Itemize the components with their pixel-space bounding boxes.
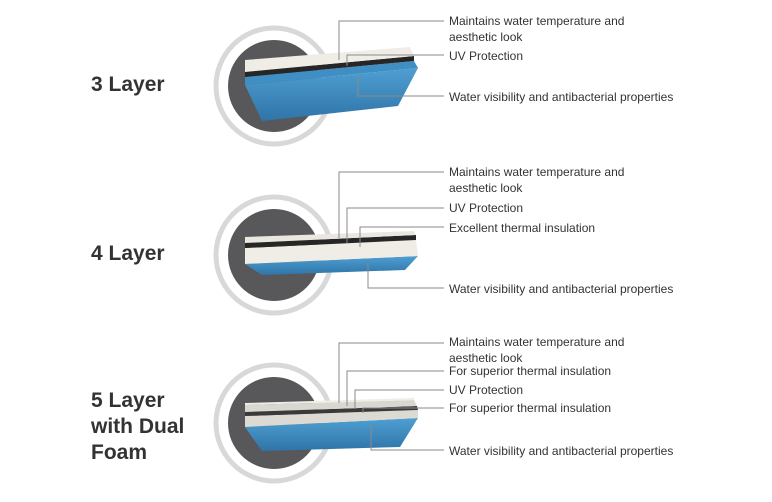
leader-line bbox=[359, 226, 444, 247]
foam-bottom-layer bbox=[245, 240, 418, 264]
annotation-line: UV Protection bbox=[449, 383, 524, 397]
title-4-layer: 4 Layer bbox=[91, 241, 165, 267]
annotation-water: Water visibility and antibacterial prope… bbox=[449, 443, 673, 459]
annotation-uv: UV Protection bbox=[449, 48, 523, 64]
foam-top-layer bbox=[245, 231, 416, 243]
annotation-temperature: Maintains water temperature and aestheti… bbox=[449, 334, 624, 366]
annotation-uv: UV Protection bbox=[449, 382, 523, 398]
annotation-temperature: Maintains water temperature and aestheti… bbox=[449, 13, 624, 45]
annotation-uv: UV Protection bbox=[449, 200, 523, 216]
cover-sample-3-layer bbox=[245, 47, 418, 121]
leader-line bbox=[338, 20, 444, 60]
foam-lower-layer bbox=[245, 410, 418, 427]
annotation-line: Maintains water temperature and bbox=[449, 14, 625, 28]
annotation-line: Water visibility and antibacterial prope… bbox=[449, 444, 674, 458]
annotation-line: Water visibility and antibacterial prope… bbox=[449, 90, 674, 104]
annotation-line: aesthetic look bbox=[449, 351, 523, 365]
title-line: with Dual bbox=[91, 415, 185, 438]
leader-line bbox=[362, 407, 444, 413]
title-line: 3 Layer bbox=[91, 73, 165, 96]
title-3-layer: 3 Layer bbox=[91, 72, 165, 98]
blue-base-layer bbox=[245, 418, 418, 451]
annotation-line: Water visibility and antibacterial prope… bbox=[449, 282, 674, 296]
leader-line bbox=[346, 207, 444, 243]
leader-line bbox=[357, 74, 444, 97]
blue-base-layer bbox=[245, 68, 418, 121]
title-5-layer: 5 Layer with Dual Foam bbox=[91, 388, 184, 466]
annotation-water: Water visibility and antibacterial prope… bbox=[449, 89, 673, 105]
panel-3-layer-graphic bbox=[213, 25, 418, 147]
annotation-line: For superior thermal insulation bbox=[449, 364, 612, 378]
title-line: Foam bbox=[91, 441, 148, 464]
leader-line bbox=[338, 171, 444, 238]
leader-line bbox=[354, 389, 444, 409]
annotation-line: aesthetic look bbox=[449, 181, 523, 195]
annotation-thermal: For superior thermal insulation bbox=[449, 400, 611, 416]
annotation-line: Maintains water temperature and bbox=[449, 165, 625, 179]
leader-line bbox=[367, 263, 444, 289]
uv-black-layer bbox=[245, 235, 416, 248]
uv-black-layer bbox=[245, 56, 414, 77]
panel-4-layer-graphic bbox=[213, 194, 418, 316]
annotation-thermal: For superior thermal insulation bbox=[449, 363, 611, 379]
panel-5-layer-graphic bbox=[213, 362, 418, 484]
annotation-temperature: Maintains water temperature and aestheti… bbox=[449, 164, 624, 196]
cover-sample-4-layer bbox=[245, 231, 418, 275]
foam-upper-layer bbox=[245, 400, 417, 412]
leader-line bbox=[346, 54, 444, 66]
annotation-line: aesthetic look bbox=[449, 30, 523, 44]
cover-sample-5-layer bbox=[245, 398, 418, 451]
leader-line bbox=[346, 370, 444, 406]
annotation-line: UV Protection bbox=[449, 201, 524, 215]
top-skin-layer bbox=[245, 398, 414, 405]
blue-base-layer bbox=[245, 256, 418, 275]
foam-top-layer bbox=[245, 47, 414, 72]
annotation-line: Maintains water temperature and bbox=[449, 335, 625, 349]
leader-line bbox=[338, 342, 444, 403]
annotation-line: Excellent thermal insulation bbox=[449, 221, 596, 235]
leader-line bbox=[370, 425, 444, 451]
annotation-thermal: Excellent thermal insulation bbox=[449, 220, 595, 236]
annotation-line: UV Protection bbox=[449, 49, 524, 63]
title-line: 4 Layer bbox=[91, 242, 165, 265]
leader-lines bbox=[338, 20, 444, 451]
annotation-line: For superior thermal insulation bbox=[449, 401, 612, 415]
annotation-water: Water visibility and antibacterial prope… bbox=[449, 281, 673, 297]
blue-top-edge bbox=[245, 61, 418, 85]
title-line: 5 Layer bbox=[91, 389, 165, 412]
